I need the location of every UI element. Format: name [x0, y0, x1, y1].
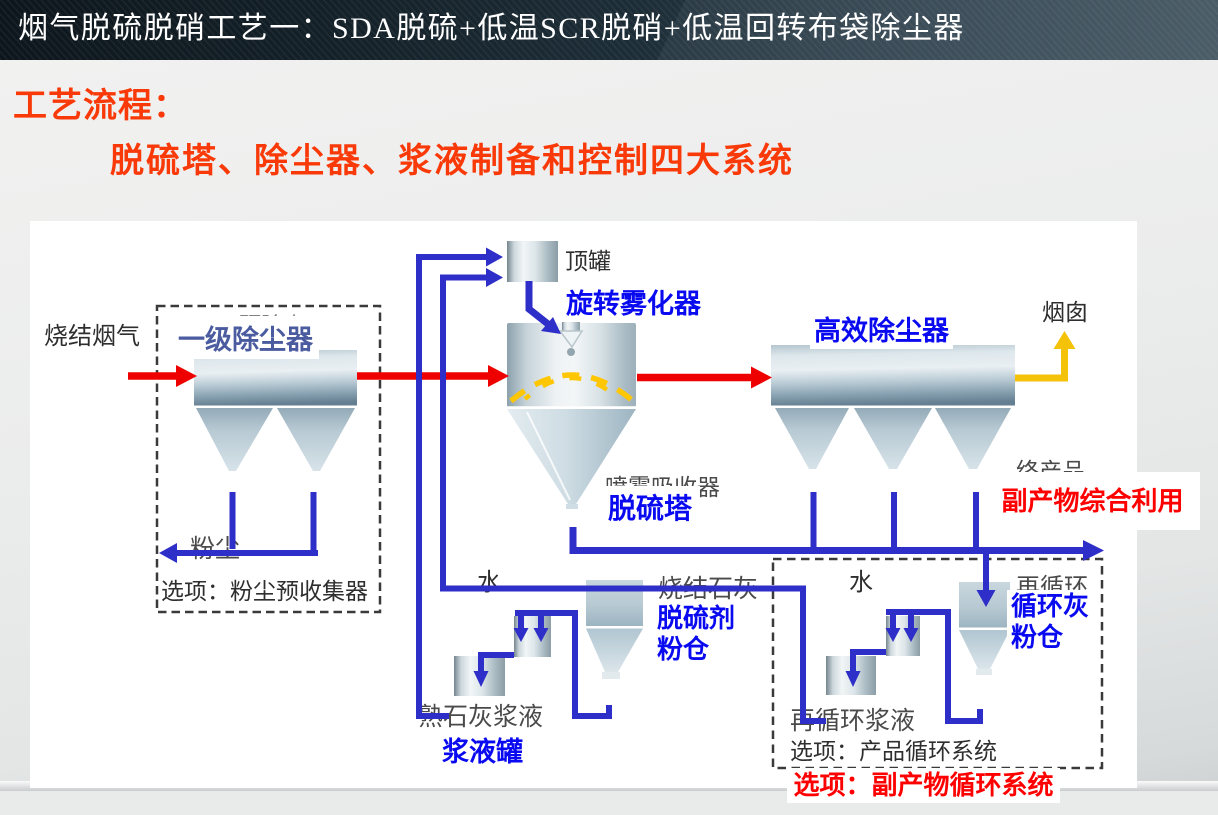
label-desulfurization-tower: 脱硫塔	[600, 486, 701, 528]
process-heading: 工艺流程：	[13, 87, 188, 125]
label-desulfurizer-silo: 脱硫剂 粉仓	[653, 602, 740, 666]
label-water-left: 水	[477, 570, 501, 596]
label-option-product-circulation: 选项：产品循环系统	[790, 739, 997, 764]
label-rotary-atomizer: 旋转雾化器	[562, 281, 705, 322]
label-slaked-lime-slurry: 熟石灰浆液	[418, 704, 544, 731]
label-circulating-ash-silo: 循环灰 粉仓	[1007, 590, 1094, 654]
label-byproduct-utilization: 副产物综合利用	[985, 472, 1200, 530]
label-option-dust-precollector: 选项：粉尘预收集器	[161, 579, 368, 604]
label-slurry-tank: 浆液罐	[438, 729, 527, 770]
label-chimney: 烟囱	[1042, 300, 1088, 325]
ghost-primary-collector: 预除尘器	[239, 308, 325, 316]
label-top-tank: 顶罐	[565, 249, 611, 274]
label-option-byproduct-circulation: 选项：副产物循环系统	[787, 768, 1060, 803]
ghost-sintered-lime: 烧结石灰	[658, 576, 759, 603]
label-water-right: 水	[849, 570, 873, 596]
title-bar: 烟气脱硫脱硝工艺一：SDA脱硫+低温SCR脱硝+低温回转布袋除尘器	[0, 0, 1218, 60]
slide-title: 烟气脱硫脱硝工艺一：SDA脱硫+低温SCR脱硝+低温回转布袋除尘器	[18, 12, 965, 45]
label-primary-collector: 一级除尘器	[172, 316, 319, 359]
label-sinter-flue-gas: 烧结烟气	[44, 324, 140, 350]
ghost-dust: 粉尘	[190, 536, 241, 563]
process-subheading: 脱硫塔、除尘器、浆液制备和控制四大系统	[110, 142, 794, 180]
label-high-efficiency-collector: 高效除尘器	[810, 308, 953, 349]
